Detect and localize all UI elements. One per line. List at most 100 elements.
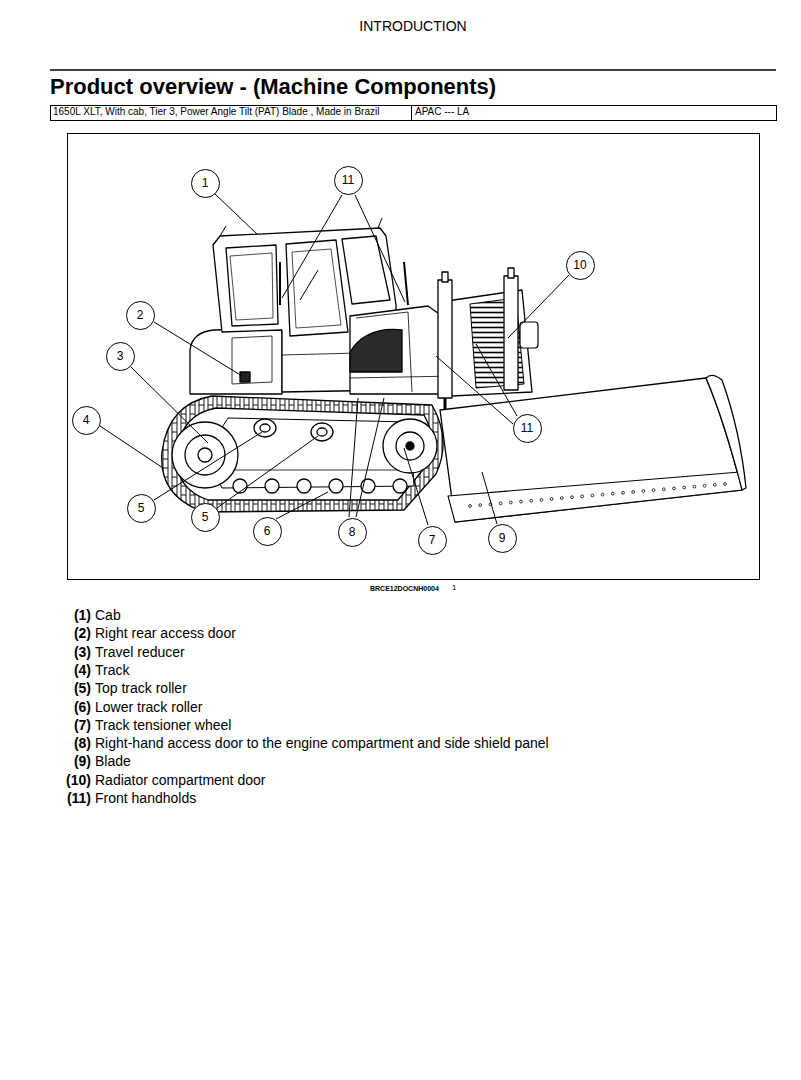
cab <box>286 240 348 336</box>
handhold <box>404 262 408 305</box>
leader-line <box>154 432 262 500</box>
cab <box>226 245 278 326</box>
lift-cylinder <box>508 268 514 278</box>
callout-circle: 4 <box>72 406 101 435</box>
tensioner-wheel <box>406 442 414 450</box>
bolt-holes <box>652 489 655 492</box>
track <box>162 396 443 512</box>
callout-number: 5 <box>202 511 209 523</box>
callout-circle: 10 <box>566 251 595 280</box>
leader-line <box>100 426 163 468</box>
callout-circle: 11 <box>334 166 363 195</box>
callout-number: (8) <box>74 735 91 752</box>
bolt-holes <box>601 493 604 496</box>
lower-track-roller <box>297 479 311 493</box>
callout-number: 10 <box>573 259 586 271</box>
leader-line <box>217 436 318 508</box>
leader-line <box>356 398 384 517</box>
callout-number: 8 <box>349 526 356 538</box>
table-cell: 1650L XLT, With cab, Tier 3, Power Angle… <box>53 106 379 118</box>
tensioner-wheel <box>383 419 437 473</box>
callout-circle: 6 <box>253 517 282 546</box>
bolt-holes <box>642 490 645 493</box>
cab <box>300 270 318 300</box>
handhold <box>279 262 281 305</box>
callout-circle: 1 <box>191 169 220 198</box>
bolt-holes <box>683 486 686 489</box>
callout-number: 11 <box>521 422 533 434</box>
leader-line <box>215 194 257 234</box>
bolt-holes <box>622 491 625 494</box>
table-row <box>51 106 777 121</box>
bolt-holes <box>499 502 502 505</box>
bolt-holes <box>632 491 635 494</box>
blade <box>448 472 742 522</box>
callout-number: (1) <box>74 607 91 624</box>
bolt-holes <box>571 496 574 499</box>
lift-cylinder <box>438 268 518 412</box>
engine-hood <box>350 329 402 372</box>
lift-cylinder <box>438 280 452 398</box>
part-name: Front handholds <box>95 790 196 807</box>
bolt-holes <box>581 495 584 498</box>
callout-number: 11 <box>342 174 354 186</box>
lower-track-roller <box>233 479 407 493</box>
bolt-holes <box>540 498 543 501</box>
leader-line <box>508 275 569 338</box>
leader-line <box>349 398 358 517</box>
table-cell: APAC --- LA <box>415 106 469 118</box>
lift-cylinder <box>442 272 448 282</box>
leader-line <box>482 472 497 524</box>
callout-number: 9 <box>499 532 506 544</box>
bolt-holes <box>560 497 563 500</box>
figure-frame <box>68 134 760 580</box>
callout-number: (5) <box>74 680 91 697</box>
figure-frame <box>68 134 760 580</box>
header-rule <box>50 70 776 71</box>
part-name: Lower track roller <box>95 699 202 716</box>
blade <box>706 375 746 490</box>
travel-reducer <box>172 422 238 488</box>
callout-circle: 11 <box>513 414 542 443</box>
bolt-holes <box>509 501 512 504</box>
track <box>228 470 412 471</box>
rear-housing <box>190 328 282 394</box>
bolt-holes <box>693 485 696 488</box>
cab <box>220 226 226 236</box>
header-rule <box>50 69 776 71</box>
radiator-door <box>520 322 538 348</box>
travel-reducer <box>198 448 212 462</box>
lower-track-roller <box>329 479 343 493</box>
blade <box>440 375 746 522</box>
leader-line <box>282 195 342 298</box>
callout-circle: 7 <box>418 526 447 555</box>
top-track-roller <box>254 419 333 441</box>
callout-circle: 8 <box>338 518 367 547</box>
callout-number: 5 <box>138 502 145 514</box>
bolt-holes <box>479 504 482 507</box>
bolt-holes <box>530 499 533 502</box>
part-name: Top track roller <box>95 680 187 697</box>
leader-line <box>355 195 405 302</box>
bolt-holes <box>591 494 594 497</box>
callout-circle: 2 <box>126 301 155 330</box>
rear-housing <box>240 372 250 382</box>
bolt-holes <box>673 487 676 490</box>
top-track-roller <box>317 428 327 436</box>
leader-line <box>100 194 569 525</box>
callout-number: (11) <box>67 790 91 807</box>
callout-number: 1 <box>202 177 209 189</box>
leader-line <box>404 448 428 525</box>
callout-number: (2) <box>74 625 91 642</box>
callout-number: (10) <box>66 772 91 789</box>
callout-number: (7) <box>74 717 91 734</box>
part-name: Track tensioner wheel <box>95 717 231 734</box>
bolt-holes <box>703 484 706 487</box>
tensioner-wheel <box>396 432 424 460</box>
lift-cylinder <box>504 276 518 390</box>
radiator-door <box>440 290 538 396</box>
part-name: Radiator compartment door <box>95 772 265 789</box>
part-name: Cab <box>95 607 121 624</box>
bolt-holes <box>550 498 553 501</box>
